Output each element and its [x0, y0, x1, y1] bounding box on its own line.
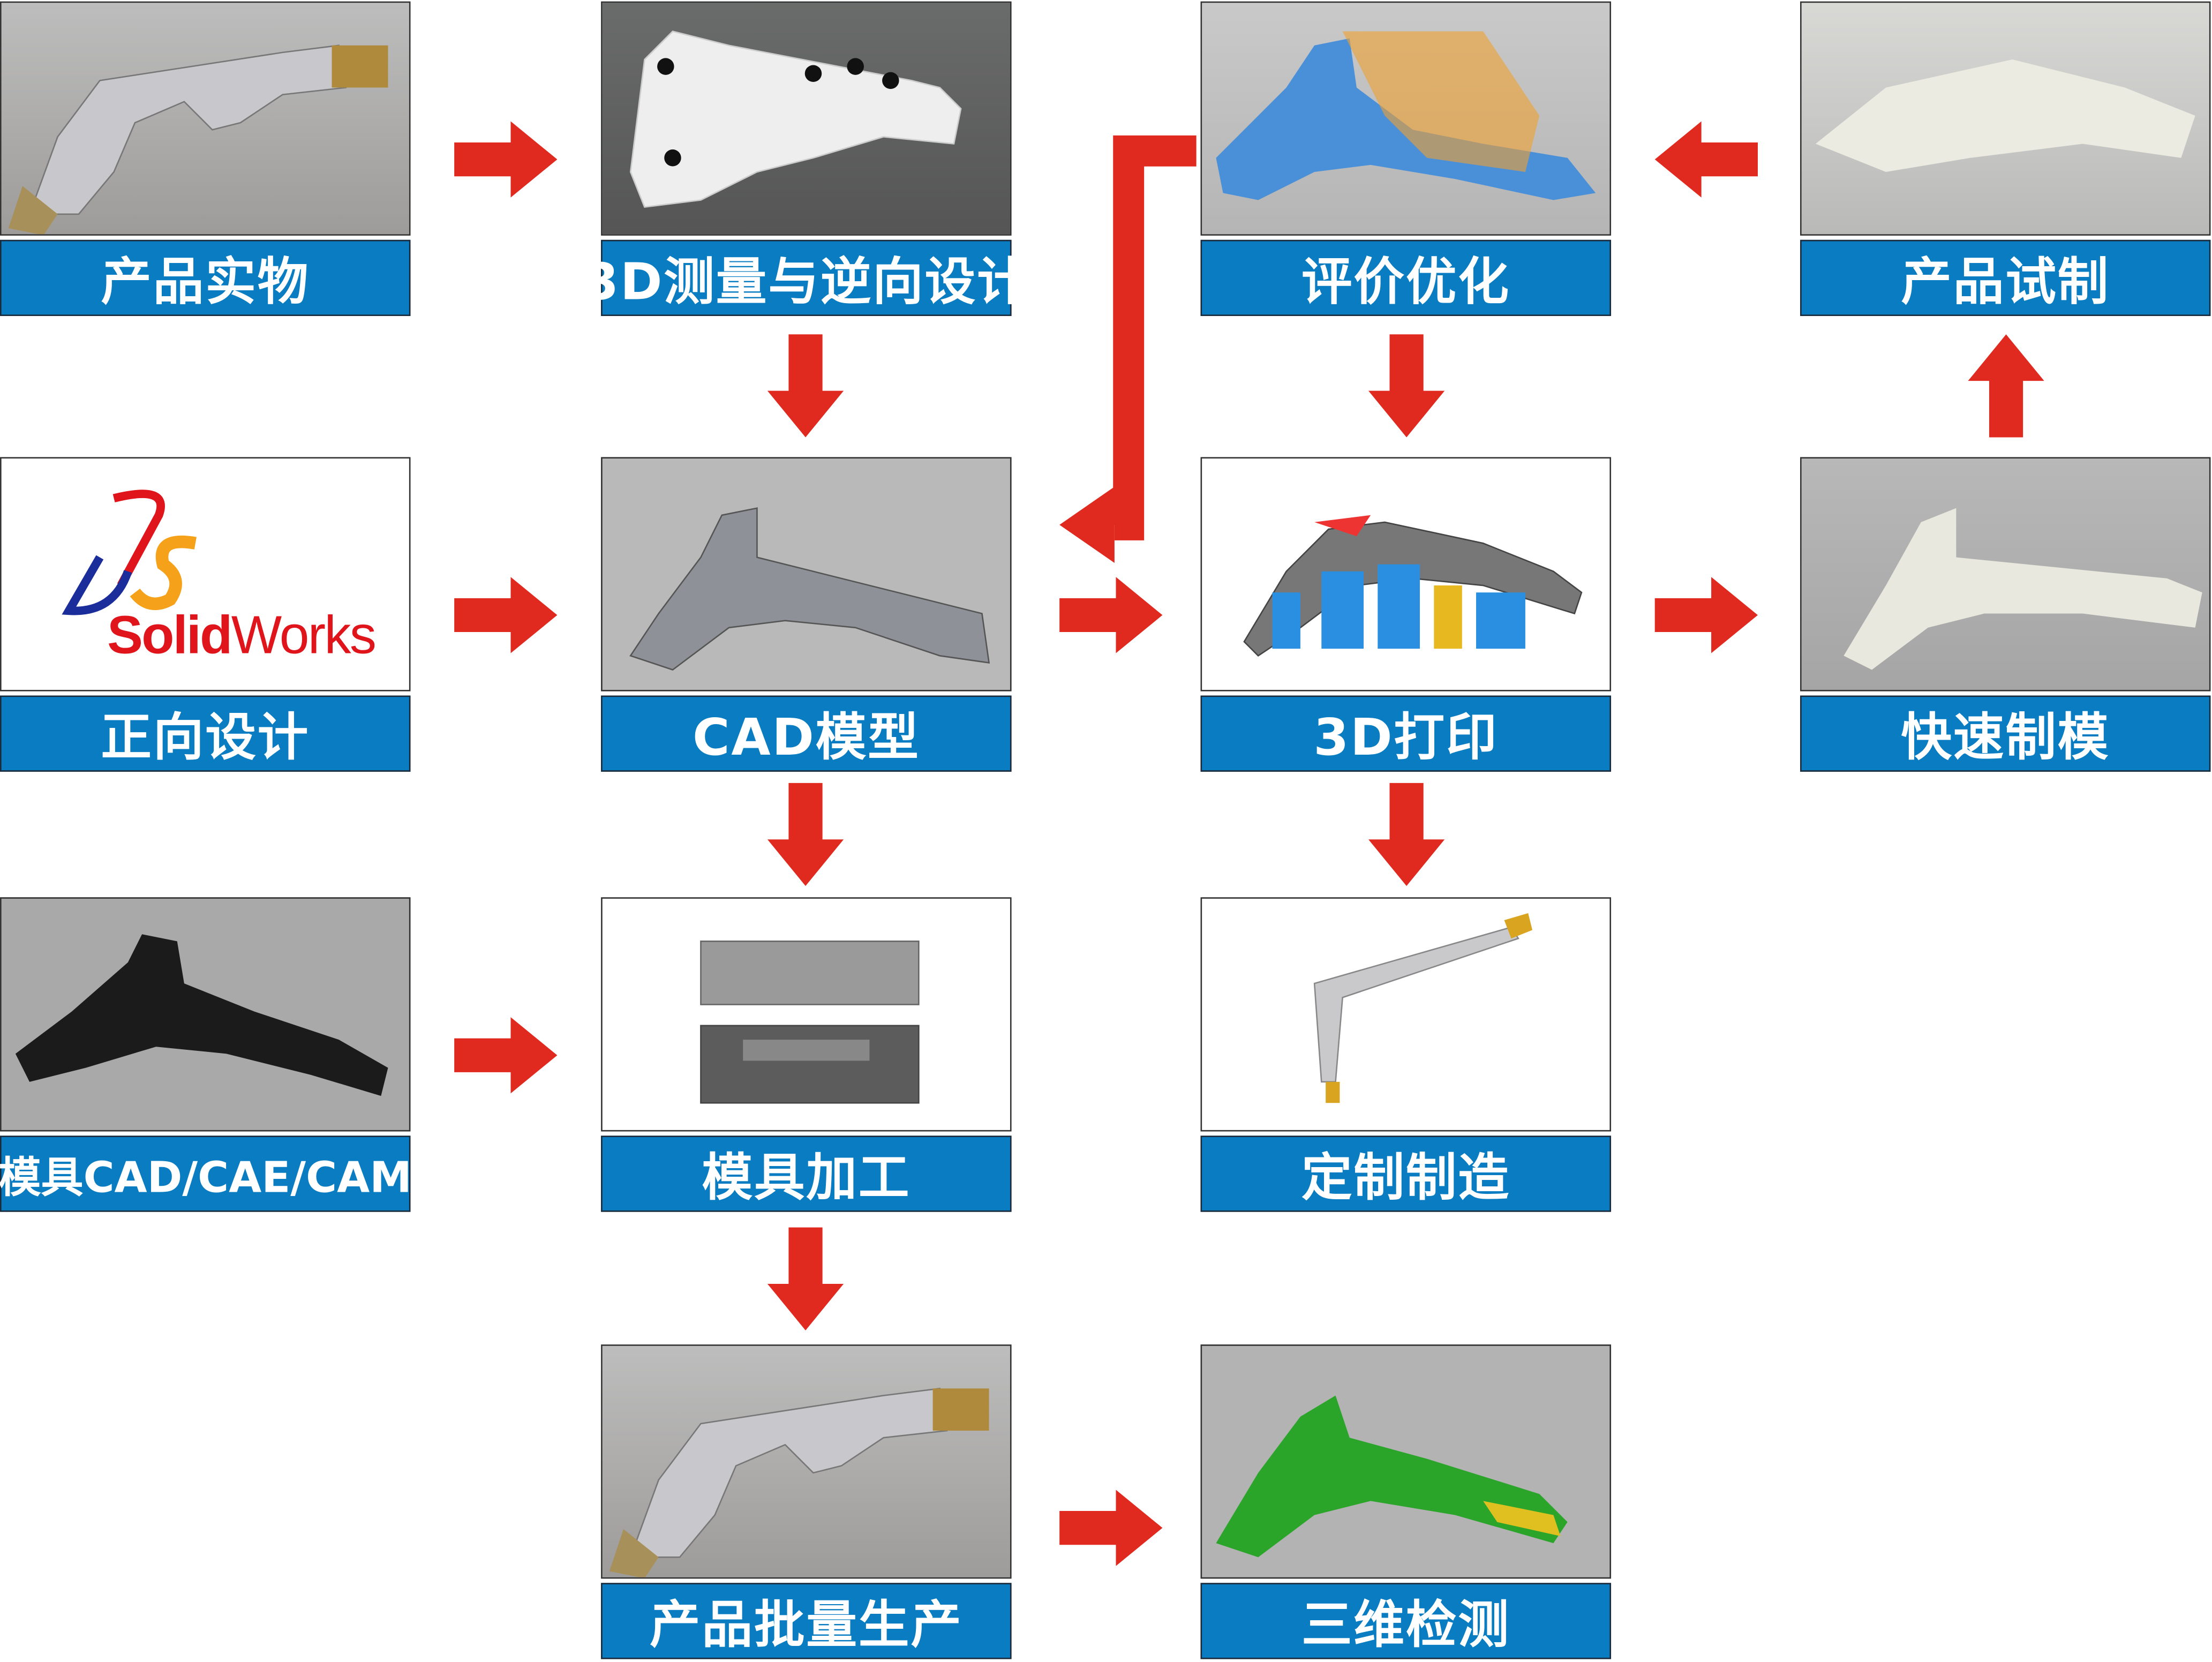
solidworks-logo-text: SolidWorks — [107, 606, 377, 666]
silver-spray-gun-photo — [601, 1344, 1012, 1579]
node-label: CAD模型 — [601, 695, 1012, 772]
node-forward-design: SolidWorks 正向设计 — [0, 457, 411, 772]
node-trial-production: 产品试制 — [1800, 1, 2211, 317]
silver-spray-gun-photo — [0, 1, 411, 236]
node-rapid-tooling: 快速制模 — [1800, 457, 2211, 772]
arrow-right-icon — [1654, 577, 1758, 653]
solidworks-logo: SolidWorks — [0, 457, 411, 691]
node-3d-scan-reverse: 3D测量与逆向设计 — [583, 1, 1028, 317]
arrow-down-icon — [1368, 783, 1445, 886]
node-physical-product: 产品实物 — [0, 1, 411, 317]
node-label: 定制制造 — [1200, 1135, 1612, 1212]
node-label: 产品实物 — [0, 239, 411, 317]
arrow-right-icon — [1059, 577, 1163, 653]
gray-cad-gun-render — [601, 457, 1012, 691]
node-label: 正向设计 — [0, 695, 411, 772]
mold-halves-render — [601, 897, 1012, 1132]
arrow-right-icon — [454, 1017, 558, 1094]
arrow-down-icon — [1368, 334, 1445, 438]
node-mold-machining: 模具加工 — [601, 897, 1012, 1212]
node-label: 产品批量生产 — [601, 1583, 1012, 1659]
node-label: 3D测量与逆向设计 — [583, 239, 1028, 317]
node-3d-printing: 3D打印 — [1200, 457, 1612, 772]
node-mass-production: 产品批量生产 — [601, 1344, 1012, 1659]
arrow-up-icon — [1968, 334, 2044, 438]
node-label: 产品试制 — [1800, 239, 2211, 317]
node-label: 三维检测 — [1200, 1583, 1612, 1659]
elbow-arrow-left-icon — [1059, 135, 1197, 563]
arrow-down-icon — [767, 334, 844, 438]
node-mold-cad-cae-cam: 模具CAD/CAE/CAM — [0, 897, 412, 1212]
node-cad-model: CAD模型 — [601, 457, 1012, 772]
node-label: 3D打印 — [1200, 695, 1612, 772]
white-prototype-parts-photo — [1800, 1, 2211, 236]
white-scanned-gun-photo — [601, 1, 1012, 236]
node-evaluation: 评价优化 — [1200, 1, 1612, 317]
arrow-down-icon — [767, 1227, 844, 1330]
node-label: 模具CAD/CAE/CAM — [0, 1135, 412, 1212]
white-mold-gun-photo — [1800, 457, 2211, 691]
node-label: 评价优化 — [1200, 239, 1612, 317]
node-3d-inspection: 三维检测 — [1200, 1344, 1612, 1659]
node-label: 模具加工 — [601, 1135, 1012, 1212]
arrow-left-icon — [1654, 121, 1758, 198]
arrow-right-icon — [1059, 1490, 1163, 1566]
green-deviation-gun-render — [1200, 1344, 1612, 1579]
arrow-right-icon — [454, 121, 558, 198]
node-custom-manufacturing: 定制制造 — [1200, 897, 1612, 1212]
long-spray-gun-photo — [1200, 897, 1612, 1132]
node-label: 快速制模 — [1800, 695, 2211, 772]
black-mold-gun-render — [0, 897, 411, 1132]
3d-print-supports-render — [1200, 457, 1612, 691]
arrow-down-icon — [767, 783, 844, 886]
blue-gun-analysis-render — [1200, 1, 1612, 236]
arrow-right-icon — [454, 577, 558, 653]
